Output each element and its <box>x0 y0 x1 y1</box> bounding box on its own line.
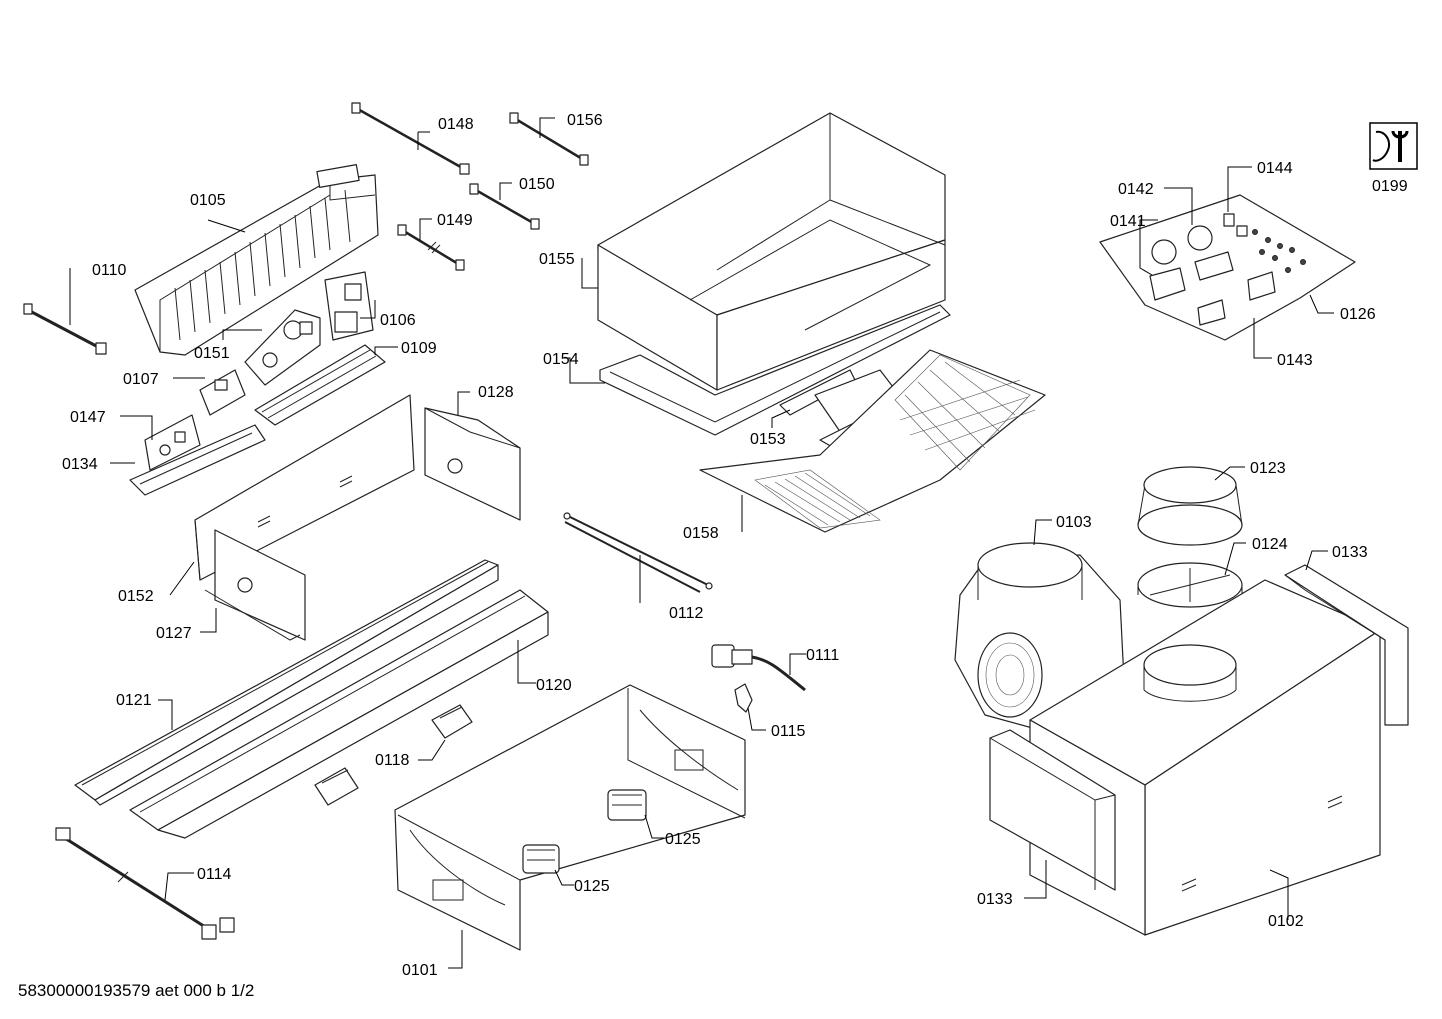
part-0115-drawing[interactable] <box>734 683 753 713</box>
part-0120-drawing[interactable] <box>129 589 549 839</box>
part-0114-drawing[interactable] <box>55 827 235 940</box>
label-0147[interactable]: 0147 <box>70 409 106 426</box>
part-0106-drawing[interactable] <box>324 271 374 341</box>
part-0133a-drawing[interactable] <box>1284 564 1409 726</box>
part-0124-drawing[interactable] <box>1137 562 1243 608</box>
label-0118[interactable]: 0118 <box>375 752 410 769</box>
label-0107[interactable]: 0107 <box>123 371 159 388</box>
wrench-icon <box>1369 122 1418 170</box>
part-0155-drawing[interactable] <box>597 112 946 391</box>
label-0128[interactable]: 0128 <box>478 384 514 401</box>
part-0128-drawing[interactable] <box>424 407 521 521</box>
label-0142[interactable]: 0142 <box>1118 181 1154 198</box>
part-0152-drawing[interactable] <box>194 394 415 581</box>
part-0154-drawing[interactable] <box>599 304 951 436</box>
part-0158-drawing[interactable] <box>699 349 1046 533</box>
label-0125-upper[interactable]: 0125 <box>665 831 701 848</box>
label-0126[interactable]: 0126 <box>1340 306 1376 323</box>
label-0154[interactable]: 0154 <box>543 351 579 368</box>
label-0152[interactable]: 0152 <box>118 588 154 605</box>
label-0158[interactable]: 0158 <box>683 525 719 542</box>
part-0148-drawing[interactable] <box>351 102 470 175</box>
label-0123[interactable]: 0123 <box>1250 460 1286 477</box>
label-0134[interactable]: 0134 <box>62 456 98 473</box>
part-0127-drawing[interactable] <box>204 529 306 641</box>
label-0102[interactable]: 0102 <box>1268 913 1304 930</box>
part-0112-drawing[interactable] <box>563 512 713 593</box>
label-0155[interactable]: 0155 <box>539 251 575 268</box>
label-0150[interactable]: 0150 <box>519 176 555 193</box>
part-0125b-drawing[interactable] <box>522 844 560 874</box>
part-labels: 0148 0156 0150 0149 0105 0110 0106 0151 … <box>62 112 1408 979</box>
leader-lines <box>69 117 1334 969</box>
label-0156[interactable]: 0156 <box>567 112 603 129</box>
label-0149[interactable]: 0149 <box>437 212 473 229</box>
label-0111[interactable]: 0111 <box>806 647 839 664</box>
part-0151-drawing[interactable] <box>244 309 321 386</box>
part-0103-drawing[interactable] <box>954 542 1126 731</box>
label-0106[interactable]: 0106 <box>380 312 416 329</box>
part-0156-drawing[interactable] <box>509 112 589 166</box>
part-0149-drawing[interactable] <box>397 224 465 271</box>
label-0144[interactable]: 0144 <box>1257 160 1293 177</box>
part-0133b-drawing[interactable] <box>989 729 1116 891</box>
part-0107-drawing[interactable] <box>199 369 246 416</box>
part-0134-drawing[interactable] <box>129 424 266 496</box>
label-0151[interactable]: 0151 <box>194 345 230 362</box>
label-0133-left[interactable]: 0133 <box>977 891 1013 908</box>
label-0133-right[interactable]: 0133 <box>1332 544 1368 561</box>
label-0115[interactable]: 0115 <box>771 723 806 740</box>
part-0150-drawing[interactable] <box>469 183 540 230</box>
label-0105[interactable]: 0105 <box>190 192 226 209</box>
part-0125a-drawing[interactable] <box>607 789 647 821</box>
document-id: 58300000193579 aet 000 b 1/2 <box>18 981 255 1000</box>
part-0147-drawing[interactable] <box>144 414 201 471</box>
part-0109-drawing[interactable] <box>254 344 386 426</box>
label-0103[interactable]: 0103 <box>1056 514 1092 531</box>
label-0141[interactable]: 0141 <box>1110 213 1146 230</box>
part-0110-drawing[interactable] <box>23 303 107 355</box>
label-0114[interactable]: 0114 <box>197 866 232 883</box>
label-0101[interactable]: 0101 <box>402 962 438 979</box>
label-0153[interactable]: 0153 <box>750 431 786 448</box>
label-0127[interactable]: 0127 <box>156 625 192 642</box>
part-0101-drawing[interactable] <box>394 684 746 951</box>
label-0148[interactable]: 0148 <box>438 116 474 133</box>
part-0111-drawing[interactable] <box>711 644 806 692</box>
part-0123-drawing[interactable] <box>1137 466 1243 546</box>
label-0120[interactable]: 0120 <box>536 677 572 694</box>
part-0126-drawing[interactable] <box>1099 194 1356 341</box>
part-0118-drawing[interactable] <box>314 704 473 806</box>
label-0143[interactable]: 0143 <box>1277 352 1313 369</box>
part-0121-drawing[interactable] <box>74 559 499 806</box>
label-0112[interactable]: 0112 <box>669 605 704 622</box>
label-0199[interactable]: 0199 <box>1372 178 1408 195</box>
label-0124[interactable]: 0124 <box>1252 536 1288 553</box>
label-0110[interactable]: 0110 <box>92 262 127 279</box>
label-0109[interactable]: 0109 <box>401 340 437 357</box>
label-0125-lower[interactable]: 0125 <box>574 878 610 895</box>
part-0105-drawing[interactable] <box>134 164 379 356</box>
label-0121[interactable]: 0121 <box>116 692 152 709</box>
